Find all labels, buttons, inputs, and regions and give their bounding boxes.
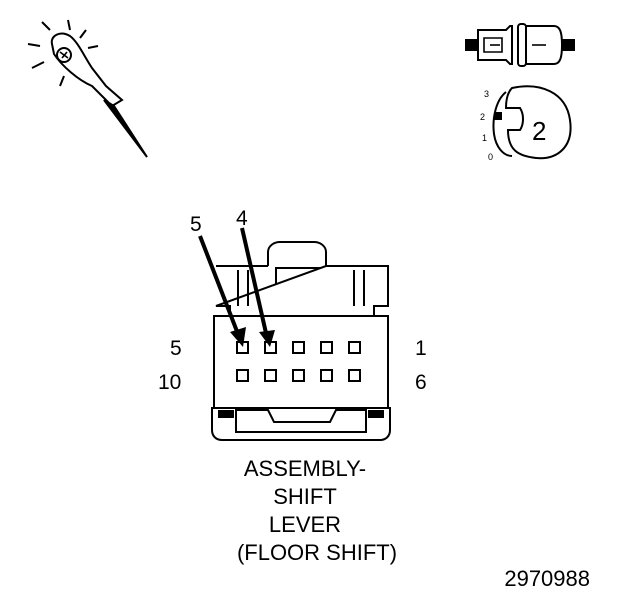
pin-1 bbox=[348, 341, 361, 354]
caption-line-1: ASSEMBLY- bbox=[244, 456, 366, 481]
pin-6 bbox=[348, 369, 361, 382]
meter-dial-icon: 3 2 1 0 2 bbox=[480, 85, 572, 162]
arrow-to-pin-4 bbox=[240, 227, 268, 334]
disconnected-connector-icon bbox=[465, 23, 575, 67]
arrow-to-pin-5 bbox=[198, 235, 240, 335]
dial-mark-0: 0 bbox=[488, 152, 493, 162]
connector-caption: ASSEMBLY- SHIFT LEVER (FLOOR SHIFT) bbox=[237, 456, 397, 565]
pin-label-bottom-left: 10 bbox=[158, 371, 181, 394]
pin-label-top-left: 5 bbox=[170, 337, 182, 360]
pin-8 bbox=[292, 369, 305, 382]
arrowhead-pin-5 bbox=[230, 327, 246, 347]
dial-mark-2: 2 bbox=[480, 112, 485, 122]
dial-mark-1: 1 bbox=[482, 133, 487, 143]
callout-label-4: 4 bbox=[236, 207, 248, 230]
caption-line-4: (FLOOR SHIFT) bbox=[237, 540, 397, 565]
pin-7 bbox=[320, 369, 333, 382]
caption-line-2: SHIFT bbox=[273, 484, 337, 509]
arrowhead-pin-4 bbox=[259, 330, 275, 347]
pin-2 bbox=[320, 341, 333, 354]
pin-10 bbox=[236, 369, 249, 382]
caption-line-3: LEVER bbox=[269, 512, 341, 537]
dial-mark-3: 3 bbox=[484, 89, 489, 99]
pin-3 bbox=[292, 341, 305, 354]
pin-label-bottom-right: 6 bbox=[415, 371, 427, 394]
dial-setting: 2 bbox=[532, 116, 546, 146]
pin-label-top-right: 1 bbox=[415, 337, 427, 360]
pin-9 bbox=[264, 369, 277, 382]
callout-arrows bbox=[198, 227, 275, 347]
callout-label-5: 5 bbox=[190, 213, 202, 236]
test-probe-icon bbox=[27, 19, 148, 158]
figure-number: 2970988 bbox=[504, 566, 590, 591]
